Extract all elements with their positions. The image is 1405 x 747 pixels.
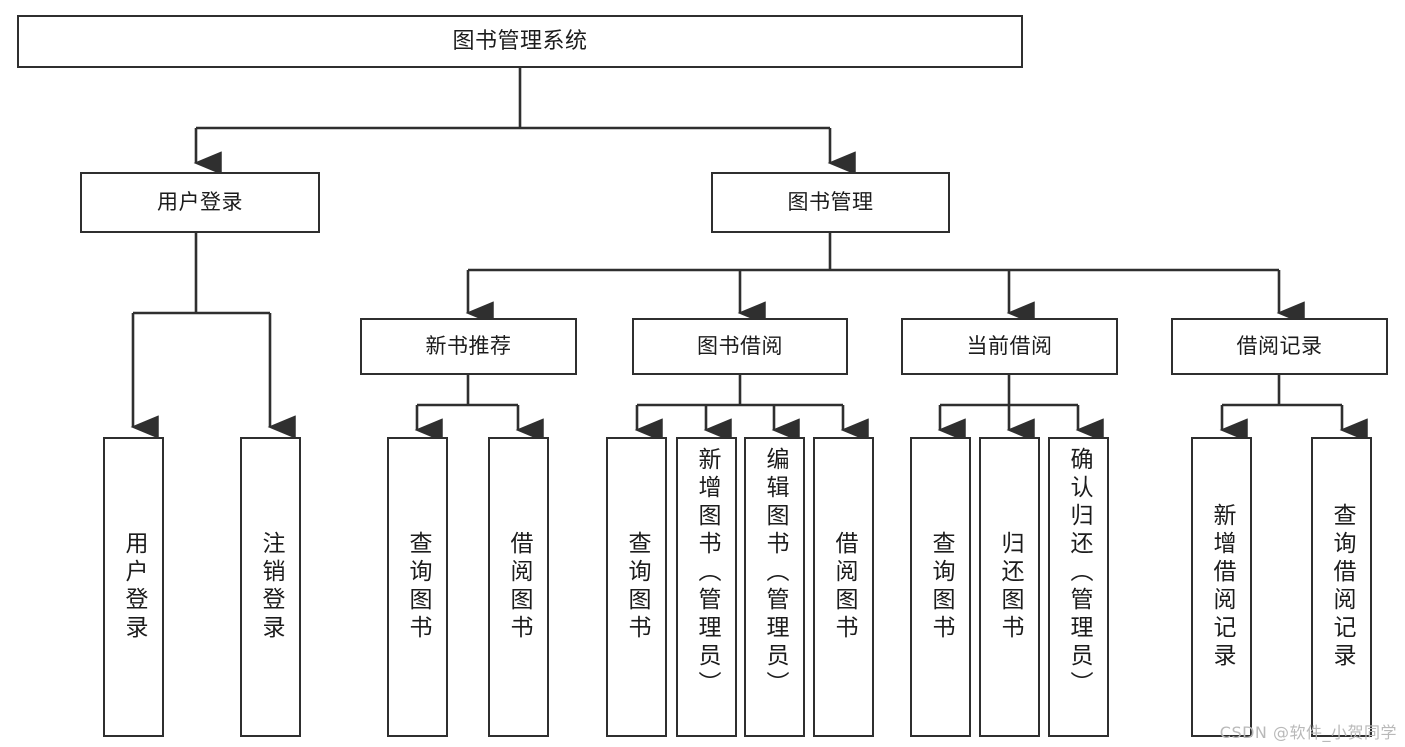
node-label: 用户登录 <box>121 531 147 643</box>
leaf-add-borrow-record[interactable]: 新增借阅记录 <box>1191 437 1252 737</box>
node-label: 借阅图书 <box>506 531 532 643</box>
node-label: 图书借阅 <box>697 334 783 359</box>
node-borrow-records[interactable]: 借阅记录 <box>1171 318 1388 375</box>
node-book-borrow[interactable]: 图书借阅 <box>632 318 848 375</box>
leaf-borrow-book-recommend[interactable]: 借阅图书 <box>488 437 549 737</box>
node-current-borrow[interactable]: 当前借阅 <box>901 318 1118 375</box>
leaf-return-book[interactable]: 归还图书 <box>979 437 1040 737</box>
node-label: 借阅记录 <box>1236 334 1323 359</box>
node-user-login[interactable]: 用户登录 <box>80 172 320 233</box>
node-label: 查询图书 <box>928 531 954 643</box>
leaf-confirm-return-admin[interactable]: 确认归还（管理员） <box>1048 437 1109 737</box>
node-label: 图书管理 <box>787 190 874 215</box>
node-label: 当前借阅 <box>966 334 1053 359</box>
node-label: 借阅图书 <box>831 531 857 643</box>
node-book-management[interactable]: 图书管理 <box>711 172 950 233</box>
node-label: 查询图书 <box>405 531 431 643</box>
node-label: 注销登录 <box>258 531 284 643</box>
node-label: 归还图书 <box>997 531 1023 643</box>
node-new-book-recommend[interactable]: 新书推荐 <box>360 318 577 375</box>
node-label: 用户登录 <box>157 190 243 215</box>
leaf-query-book-current[interactable]: 查询图书 <box>910 437 971 737</box>
node-label: 查询图书 <box>624 531 650 643</box>
node-label: 新增借阅记录 <box>1209 503 1235 671</box>
leaf-user-login[interactable]: 用户登录 <box>103 437 164 737</box>
leaf-edit-book-admin[interactable]: 编辑图书（管理员） <box>744 437 805 737</box>
node-label: 新书推荐 <box>425 334 512 359</box>
node-root-system[interactable]: 图书管理系统 <box>17 15 1023 68</box>
node-label: 图书管理系统 <box>452 28 588 54</box>
leaf-logout[interactable]: 注销登录 <box>240 437 301 737</box>
node-label: 确认归还（管理员） <box>1066 447 1092 699</box>
node-label: 新增图书（管理员） <box>694 447 720 699</box>
node-label: 编辑图书（管理员） <box>762 447 788 699</box>
csdn-watermark: CSDN @软件_小贺同学 <box>1219 723 1397 742</box>
leaf-borrow-book[interactable]: 借阅图书 <box>813 437 874 737</box>
node-label: 查询借阅记录 <box>1329 503 1355 671</box>
leaf-query-borrow-record[interactable]: 查询借阅记录 <box>1311 437 1372 737</box>
leaf-query-book-borrow[interactable]: 查询图书 <box>606 437 667 737</box>
leaf-add-book-admin[interactable]: 新增图书（管理员） <box>676 437 737 737</box>
leaf-query-book-recommend[interactable]: 查询图书 <box>387 437 448 737</box>
